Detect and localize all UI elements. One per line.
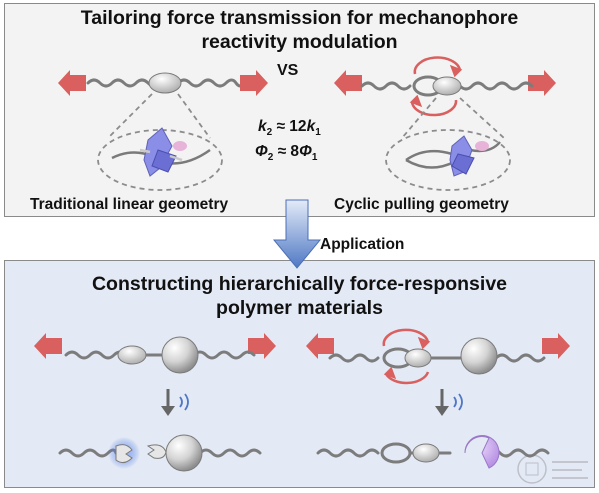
bottom-title-line2: polymer materials	[216, 297, 383, 319]
force-arrow-right-bottom-left	[248, 333, 276, 359]
small-down-arrow-left	[161, 389, 175, 416]
rotation-arrows-top	[409, 56, 463, 117]
molecular-model-cyclic	[405, 135, 501, 177]
top-title-line2: reactivity modulation	[201, 31, 398, 53]
mechanophore-egg-top-left	[148, 72, 182, 94]
force-arrow-left-bottom-left	[34, 333, 62, 359]
ultrasound-icon-right	[453, 393, 463, 411]
mechanophore-egg-bottom-left	[117, 345, 147, 365]
cleaved-fragment-left	[115, 444, 133, 464]
ultrasound-icon-left	[179, 393, 189, 411]
small-down-arrow-right	[435, 389, 449, 416]
application-label: Application	[320, 236, 405, 253]
force-arrow-left-top-left	[58, 70, 86, 96]
rotation-arrows-bottom	[382, 328, 431, 385]
opened-purple-sphere	[464, 435, 500, 469]
cyclic-polymer-bottom	[328, 347, 546, 369]
zoom-lines-left	[97, 93, 223, 191]
sphere-bottom-right	[460, 337, 498, 375]
top-panel	[4, 3, 595, 217]
intact-egg-bottom-right	[412, 443, 440, 463]
cleaved-fragment-right	[146, 444, 167, 459]
bottom-title-line1: Constructing hierarchically force-respon…	[91, 273, 508, 295]
sphere-product-left	[165, 434, 203, 472]
top-title-line1: Tailoring force transmission for mechano…	[80, 7, 519, 29]
sphere-bottom-left	[161, 336, 199, 374]
watermark-seal-icon	[517, 454, 588, 484]
force-arrow-left-bottom-right	[306, 333, 334, 359]
linear-polymer-bottom	[64, 350, 256, 360]
vs-label: VS	[277, 62, 299, 79]
force-arrow-right-top-left	[240, 70, 268, 96]
force-arrow-left-top-right	[334, 70, 362, 96]
left-caption: Traditional linear geometry	[30, 196, 229, 213]
rate-equation: k2 ≈ 12k1	[258, 118, 321, 139]
quantum-yield-equation: Φ2 ≈ 8Φ1	[255, 143, 318, 164]
application-down-arrow	[272, 199, 322, 269]
mechanophore-egg-top-right	[432, 76, 462, 96]
force-arrow-right-top-right	[528, 70, 556, 96]
molecular-model-linear	[111, 127, 211, 177]
force-arrow-right-bottom-right	[542, 333, 570, 359]
zoom-lines-right	[385, 97, 511, 191]
right-caption: Cyclic pulling geometry	[334, 196, 509, 213]
mechanophore-egg-bottom-right	[404, 348, 432, 368]
